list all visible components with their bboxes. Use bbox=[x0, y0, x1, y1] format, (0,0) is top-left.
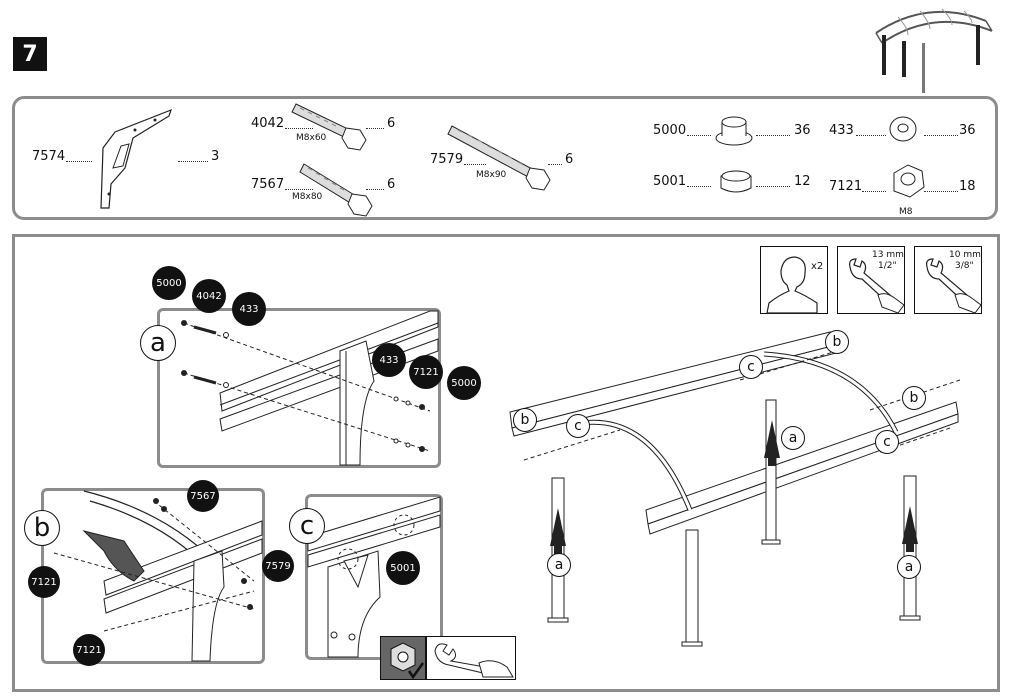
part-qty-7574: 3 bbox=[211, 149, 220, 164]
wrench-10mm-box: 10 mm 3/8" bbox=[914, 246, 982, 314]
part-qty-7121: 18 bbox=[959, 179, 976, 194]
leader-dots bbox=[548, 164, 562, 165]
carport-thumbnail-icon bbox=[875, 8, 993, 93]
part-id-7567: 7567 bbox=[251, 177, 285, 192]
wrench-icon bbox=[434, 643, 514, 678]
bracket-detail-c-illustration bbox=[307, 496, 441, 658]
label-a-right: a bbox=[897, 555, 921, 579]
bolt-4042-icon bbox=[291, 103, 367, 151]
part-id-7121: 7121 bbox=[829, 179, 863, 194]
cap-5000-icon bbox=[715, 116, 753, 146]
part-id-5000: 5000 bbox=[653, 123, 687, 138]
part-qty-7567: 6 bbox=[387, 177, 396, 192]
label-b-left: b bbox=[513, 408, 537, 432]
part-size-7579: M8x90 bbox=[476, 170, 507, 180]
leader-dots bbox=[687, 135, 711, 136]
leader-dots bbox=[66, 161, 92, 162]
carport-frame-illustration bbox=[509, 331, 961, 647]
part-id-4042: 4042 bbox=[251, 116, 285, 131]
leader-dots bbox=[366, 128, 384, 129]
part-qty-7579: 6 bbox=[565, 152, 574, 167]
part-size-4042: M8x60 bbox=[296, 133, 327, 143]
part-qty-433: 36 bbox=[959, 123, 976, 138]
part-size-7567: M8x80 bbox=[292, 192, 323, 202]
detail-c-frame bbox=[305, 494, 443, 660]
leader-dots bbox=[856, 135, 886, 136]
callout-7121: 7121 bbox=[73, 634, 105, 666]
wrench-icon bbox=[849, 258, 905, 314]
wrench2-in: 3/8" bbox=[955, 261, 974, 271]
bracket-7574-icon bbox=[100, 108, 172, 209]
detail-b-frame bbox=[41, 488, 265, 664]
leader-dots bbox=[924, 135, 958, 136]
part-id-433: 433 bbox=[829, 123, 854, 138]
callout-5000: 5000 bbox=[447, 366, 481, 400]
leader-dots bbox=[924, 191, 958, 192]
part-size-7121: M8 bbox=[899, 207, 913, 217]
part-id-7579: 7579 bbox=[430, 152, 464, 167]
callout-433: 433 bbox=[232, 292, 266, 326]
beam-detail-b-illustration bbox=[53, 490, 263, 662]
bolt-7579-icon bbox=[447, 125, 551, 191]
leader-dots bbox=[285, 189, 313, 190]
label-b-back: b bbox=[825, 330, 849, 354]
wrench1-in: 1/2" bbox=[878, 261, 897, 271]
detail-b-label: b bbox=[24, 510, 60, 546]
leader-dots bbox=[756, 186, 790, 187]
label-c-left: c bbox=[566, 414, 590, 438]
assembly-panel bbox=[12, 234, 1000, 692]
cap-5001-icon bbox=[720, 170, 752, 193]
part-id-7574: 7574 bbox=[32, 149, 66, 164]
parts-list-panel bbox=[12, 96, 998, 220]
callout-7579: 7579 bbox=[262, 550, 294, 582]
two-persons-box: x2 bbox=[760, 246, 828, 314]
person-icon bbox=[766, 256, 818, 314]
washer-433-icon bbox=[889, 116, 917, 142]
leader-dots bbox=[464, 164, 486, 165]
nut-tightened-icon bbox=[380, 636, 426, 680]
label-c-right: c bbox=[875, 430, 899, 454]
part-id-5001: 5001 bbox=[653, 174, 687, 189]
leader-dots bbox=[756, 135, 790, 136]
part-qty-5000: 36 bbox=[794, 123, 811, 138]
wrench-13mm-box: 13 mm 1/2" bbox=[837, 246, 905, 314]
detail-a-label: a bbox=[140, 325, 176, 361]
wrench-icon bbox=[926, 258, 982, 314]
label-a-left: a bbox=[547, 553, 571, 577]
label-b-right: b bbox=[902, 386, 926, 410]
detail-c-label: c bbox=[289, 508, 325, 544]
beam-detail-a-illustration bbox=[181, 310, 439, 466]
persons-count: x2 bbox=[811, 261, 824, 272]
part-qty-5001: 12 bbox=[794, 174, 811, 189]
leader-dots bbox=[178, 161, 208, 162]
label-a-middle: a bbox=[781, 426, 805, 450]
step-number: 7 bbox=[13, 37, 47, 71]
callout-7567: 7567 bbox=[187, 480, 219, 512]
wrench1-mm: 13 mm bbox=[872, 250, 904, 260]
callout-5000: 5000 bbox=[152, 266, 186, 300]
leader-dots bbox=[366, 189, 384, 190]
bolt-7567-icon bbox=[299, 163, 373, 217]
callout-7121: 7121 bbox=[28, 566, 60, 598]
callout-5001: 5001 bbox=[386, 551, 420, 585]
leader-dots bbox=[862, 191, 886, 192]
nut-7121-icon bbox=[893, 164, 925, 198]
callout-433: 433 bbox=[372, 343, 406, 377]
wrench2-mm: 10 mm bbox=[949, 250, 981, 260]
label-c-back: c bbox=[739, 355, 763, 379]
leader-dots bbox=[285, 128, 313, 129]
callout-4042: 4042 bbox=[192, 279, 226, 313]
wrench-tighten-box bbox=[426, 636, 516, 680]
callout-7121: 7121 bbox=[409, 355, 443, 389]
detail-a-frame bbox=[157, 308, 441, 468]
part-qty-4042: 6 bbox=[387, 116, 396, 131]
leader-dots bbox=[687, 186, 711, 187]
